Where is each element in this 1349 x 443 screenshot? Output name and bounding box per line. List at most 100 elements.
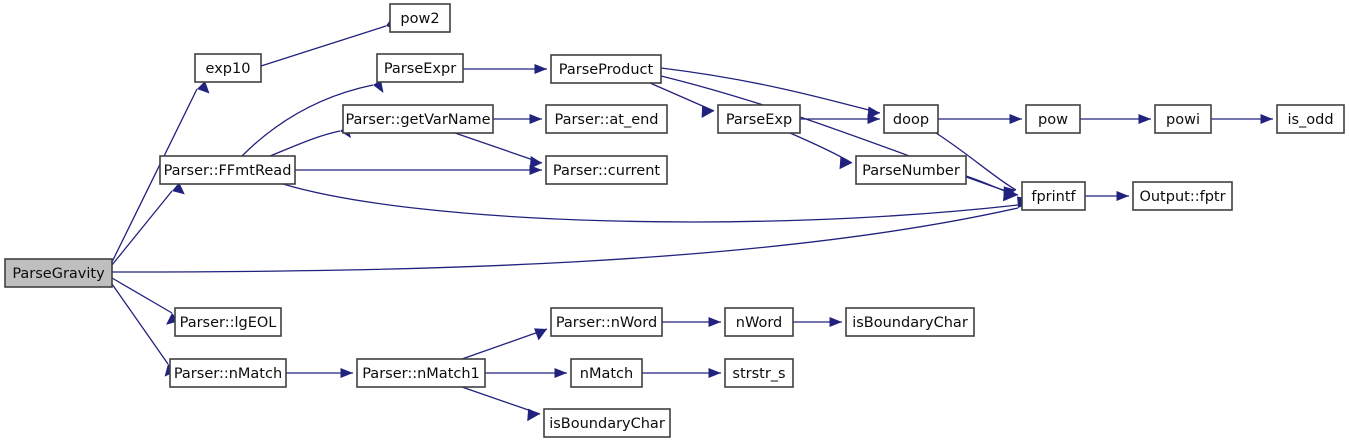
- edge-parsenumber-to-fprintf: [965, 175, 1017, 202]
- arrowhead-icon: [529, 156, 542, 169]
- edge-line: [454, 132, 543, 164]
- edge-line: [660, 67, 881, 114]
- edge-line: [111, 190, 173, 266]
- edge-doop-to-pow: [938, 114, 1022, 124]
- node-powi[interactable]: powi: [1154, 104, 1212, 134]
- edge-parsegravity-to-exp10: [111, 81, 210, 263]
- node-parseexp[interactable]: ParseExp: [717, 104, 801, 134]
- edge-parsegravity-to-lgeol: [111, 277, 179, 325]
- arrowhead-icon: [1138, 114, 1151, 124]
- node-parseexpr[interactable]: ParseExpr: [376, 53, 464, 83]
- node-box[interactable]: [159, 155, 296, 185]
- node-box[interactable]: [169, 358, 287, 388]
- edge-getvarname-to-at_end: [493, 114, 542, 124]
- edge-parseexp-to-doop: [800, 114, 880, 124]
- arrowhead-icon: [701, 105, 714, 118]
- arrowhead-icon: [1116, 191, 1129, 201]
- node-exp10[interactable]: exp10: [194, 53, 262, 83]
- node-nmatch1[interactable]: Parser::nMatch1: [356, 358, 486, 388]
- arrowhead-icon: [839, 156, 852, 170]
- node-current[interactable]: Parser::current: [545, 155, 668, 185]
- arrowhead-icon: [172, 182, 185, 195]
- node-isboundary_top[interactable]: isBoundaryChar: [845, 307, 975, 337]
- node-is_odd[interactable]: is_odd: [1276, 104, 1345, 134]
- edges-layer: [111, 20, 1273, 422]
- arrowhead-icon: [1002, 188, 1016, 202]
- node-box[interactable]: [1132, 181, 1233, 211]
- node-box[interactable]: [1021, 181, 1086, 211]
- edge-line: [660, 75, 1019, 196]
- arrowhead-icon: [1009, 114, 1022, 124]
- node-parsenumber[interactable]: ParseNumber: [855, 155, 967, 185]
- node-fprintf[interactable]: fprintf: [1021, 181, 1086, 211]
- arrowhead-icon: [534, 328, 547, 341]
- edge-ffmtread-to-parseexpr: [241, 80, 384, 157]
- edge-line: [935, 132, 1017, 191]
- node-box[interactable]: [845, 307, 975, 337]
- arrowhead-icon: [867, 114, 880, 124]
- node-box[interactable]: [570, 358, 643, 388]
- edge-parseexpr-to-parseproduct: [463, 64, 547, 74]
- arrowhead-icon: [529, 114, 542, 124]
- node-parseproduct[interactable]: ParseProduct: [550, 54, 662, 84]
- node-isboundary_bot[interactable]: isBoundaryChar: [543, 408, 671, 438]
- node-box[interactable]: [389, 3, 451, 33]
- node-getvarname[interactable]: Parser::getVarName: [342, 104, 494, 134]
- node-box[interactable]: [545, 104, 668, 134]
- node-pow[interactable]: pow: [1025, 104, 1081, 134]
- arrowhead-icon: [554, 368, 567, 378]
- arrowhead-icon: [340, 368, 353, 378]
- node-box[interactable]: [550, 54, 662, 84]
- node-lgeol[interactable]: Parser::lgEOL: [174, 307, 282, 337]
- edge-nmatch1-to-isboundary_bot: [461, 386, 541, 422]
- node-doop[interactable]: doop: [883, 104, 939, 134]
- node-nword_p[interactable]: Parser::nWord: [550, 307, 663, 337]
- node-box[interactable]: [376, 53, 464, 83]
- node-strstr_s[interactable]: strstr_s: [724, 358, 794, 388]
- node-box[interactable]: [550, 307, 663, 337]
- node-ffmtread[interactable]: Parser::FFmtRead: [159, 155, 296, 185]
- node-pow2[interactable]: pow2: [389, 3, 451, 33]
- arrowhead-icon: [534, 64, 547, 74]
- arrowhead-icon: [1260, 114, 1273, 124]
- edge-ffmtread-to-getvarname: [269, 125, 351, 157]
- node-nmatch_p[interactable]: Parser::nMatch: [169, 358, 287, 388]
- nodes-layer: ParseGravityexp10pow2Parser::FFmtReadPar…: [4, 3, 1345, 438]
- node-parsegravity[interactable]: ParseGravity: [4, 258, 113, 288]
- node-nmatch[interactable]: nMatch: [570, 358, 643, 388]
- node-at_end[interactable]: Parser::at_end: [545, 104, 668, 134]
- edge-line: [461, 328, 548, 360]
- edge-fprintf-to-outputfptr: [1085, 191, 1129, 201]
- node-box[interactable]: [724, 307, 794, 337]
- arrowhead-icon: [829, 317, 842, 327]
- node-box[interactable]: [883, 104, 939, 134]
- edge-nmatch1-to-nword_p: [461, 328, 548, 360]
- arrowhead-icon: [197, 81, 210, 94]
- edge-nmatch-to-strstr_s: [642, 368, 721, 378]
- edge-nmatch1-to-nmatch: [485, 368, 567, 378]
- node-box[interactable]: [194, 53, 262, 83]
- edge-parsegravity-to-fprintf: [111, 200, 1031, 273]
- node-box[interactable]: [356, 358, 486, 388]
- edge-parseproduct-to-parseexp: [649, 82, 715, 118]
- edge-line: [461, 386, 541, 415]
- node-box[interactable]: [724, 358, 794, 388]
- node-box[interactable]: [543, 408, 671, 438]
- node-box[interactable]: [1276, 104, 1345, 134]
- edge-powi-to-is_odd: [1211, 114, 1273, 124]
- node-box[interactable]: [174, 307, 282, 337]
- node-box[interactable]: [855, 155, 967, 185]
- edge-line: [260, 25, 387, 67]
- node-box[interactable]: [342, 104, 494, 134]
- node-box[interactable]: [717, 104, 801, 134]
- arrowhead-icon: [529, 165, 542, 175]
- node-outputfptr[interactable]: Output::fptr: [1132, 181, 1233, 211]
- edge-parsegravity-to-nmatch_p: [111, 283, 177, 377]
- node-nword[interactable]: nWord: [724, 307, 794, 337]
- node-box[interactable]: [545, 155, 668, 185]
- node-box[interactable]: [1025, 104, 1081, 134]
- node-box[interactable]: [1154, 104, 1212, 134]
- node-box[interactable]: [4, 258, 113, 288]
